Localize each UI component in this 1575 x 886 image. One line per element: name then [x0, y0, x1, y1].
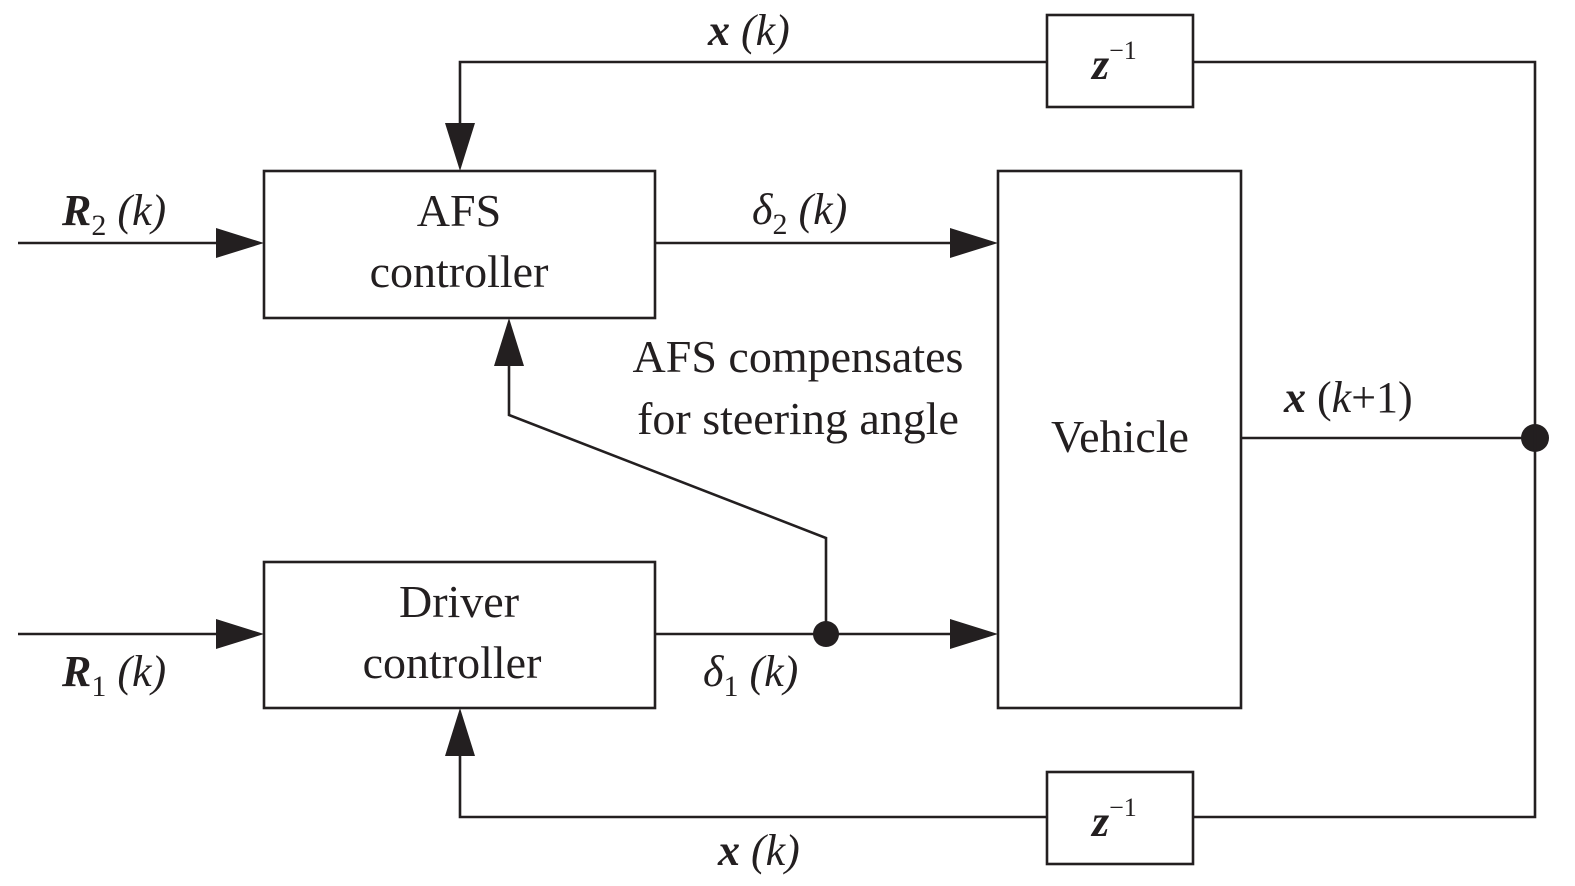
- r2-input-arrowhead: [216, 228, 264, 258]
- compensation-annotation-line2: for steering angle: [637, 393, 959, 444]
- compensation-annotation-line1: AFS compensates: [633, 331, 964, 382]
- compensation-arrowhead: [494, 318, 524, 366]
- r1-input-arrowhead: [216, 619, 264, 649]
- x-top-signal-label: x (k): [707, 6, 790, 55]
- driver-controller-label-line1: Driver: [399, 576, 519, 627]
- vehicle-label: Vehicle: [1051, 411, 1189, 462]
- x-next-signal-label: x (k+1): [1283, 373, 1413, 422]
- driver-controller-label-line2: controller: [363, 637, 542, 688]
- delay-block-top: z−1: [1045, 13, 1195, 109]
- top-feedback-left: [458, 60, 1047, 128]
- delay-top-base: z: [1090, 40, 1109, 89]
- x-bottom-signal-label: x (k): [717, 826, 800, 875]
- svg-text:z−1: z−1: [1090, 36, 1137, 89]
- delay-block-bottom: z−1: [1045, 770, 1195, 866]
- bottom-feedback-left: [458, 752, 1047, 819]
- svg-text:z−1: z−1: [1090, 793, 1137, 846]
- bottom-feedback-arrowhead: [445, 708, 475, 756]
- driver-controller-block: Driver controller: [262, 560, 657, 710]
- afs-controller-block: AFS controller: [262, 169, 657, 320]
- r1-signal-label: R1 (k): [61, 647, 166, 703]
- bottom-feedback-right: [1193, 438, 1537, 819]
- r2-signal-label: R2 (k): [61, 186, 166, 242]
- top-feedback-right: [1193, 60, 1537, 438]
- delta2-arrowhead: [950, 228, 998, 258]
- delay-bottom-exponent: −1: [1109, 793, 1137, 822]
- delay-top-exponent: −1: [1109, 36, 1137, 65]
- vehicle-block: Vehicle: [996, 169, 1243, 710]
- delay-bottom-base: z: [1090, 797, 1109, 846]
- afs-controller-label-line2: controller: [370, 246, 549, 297]
- afs-controller-label-line1: AFS: [417, 185, 501, 236]
- delta1-signal-label: δ1 (k): [703, 647, 798, 703]
- delta2-signal-label: δ2 (k): [752, 185, 847, 241]
- top-feedback-arrowhead: [445, 123, 475, 171]
- delta1-junction-dot: [813, 621, 839, 647]
- delta1-arrowhead: [950, 619, 998, 649]
- compensation-path: [507, 360, 828, 634]
